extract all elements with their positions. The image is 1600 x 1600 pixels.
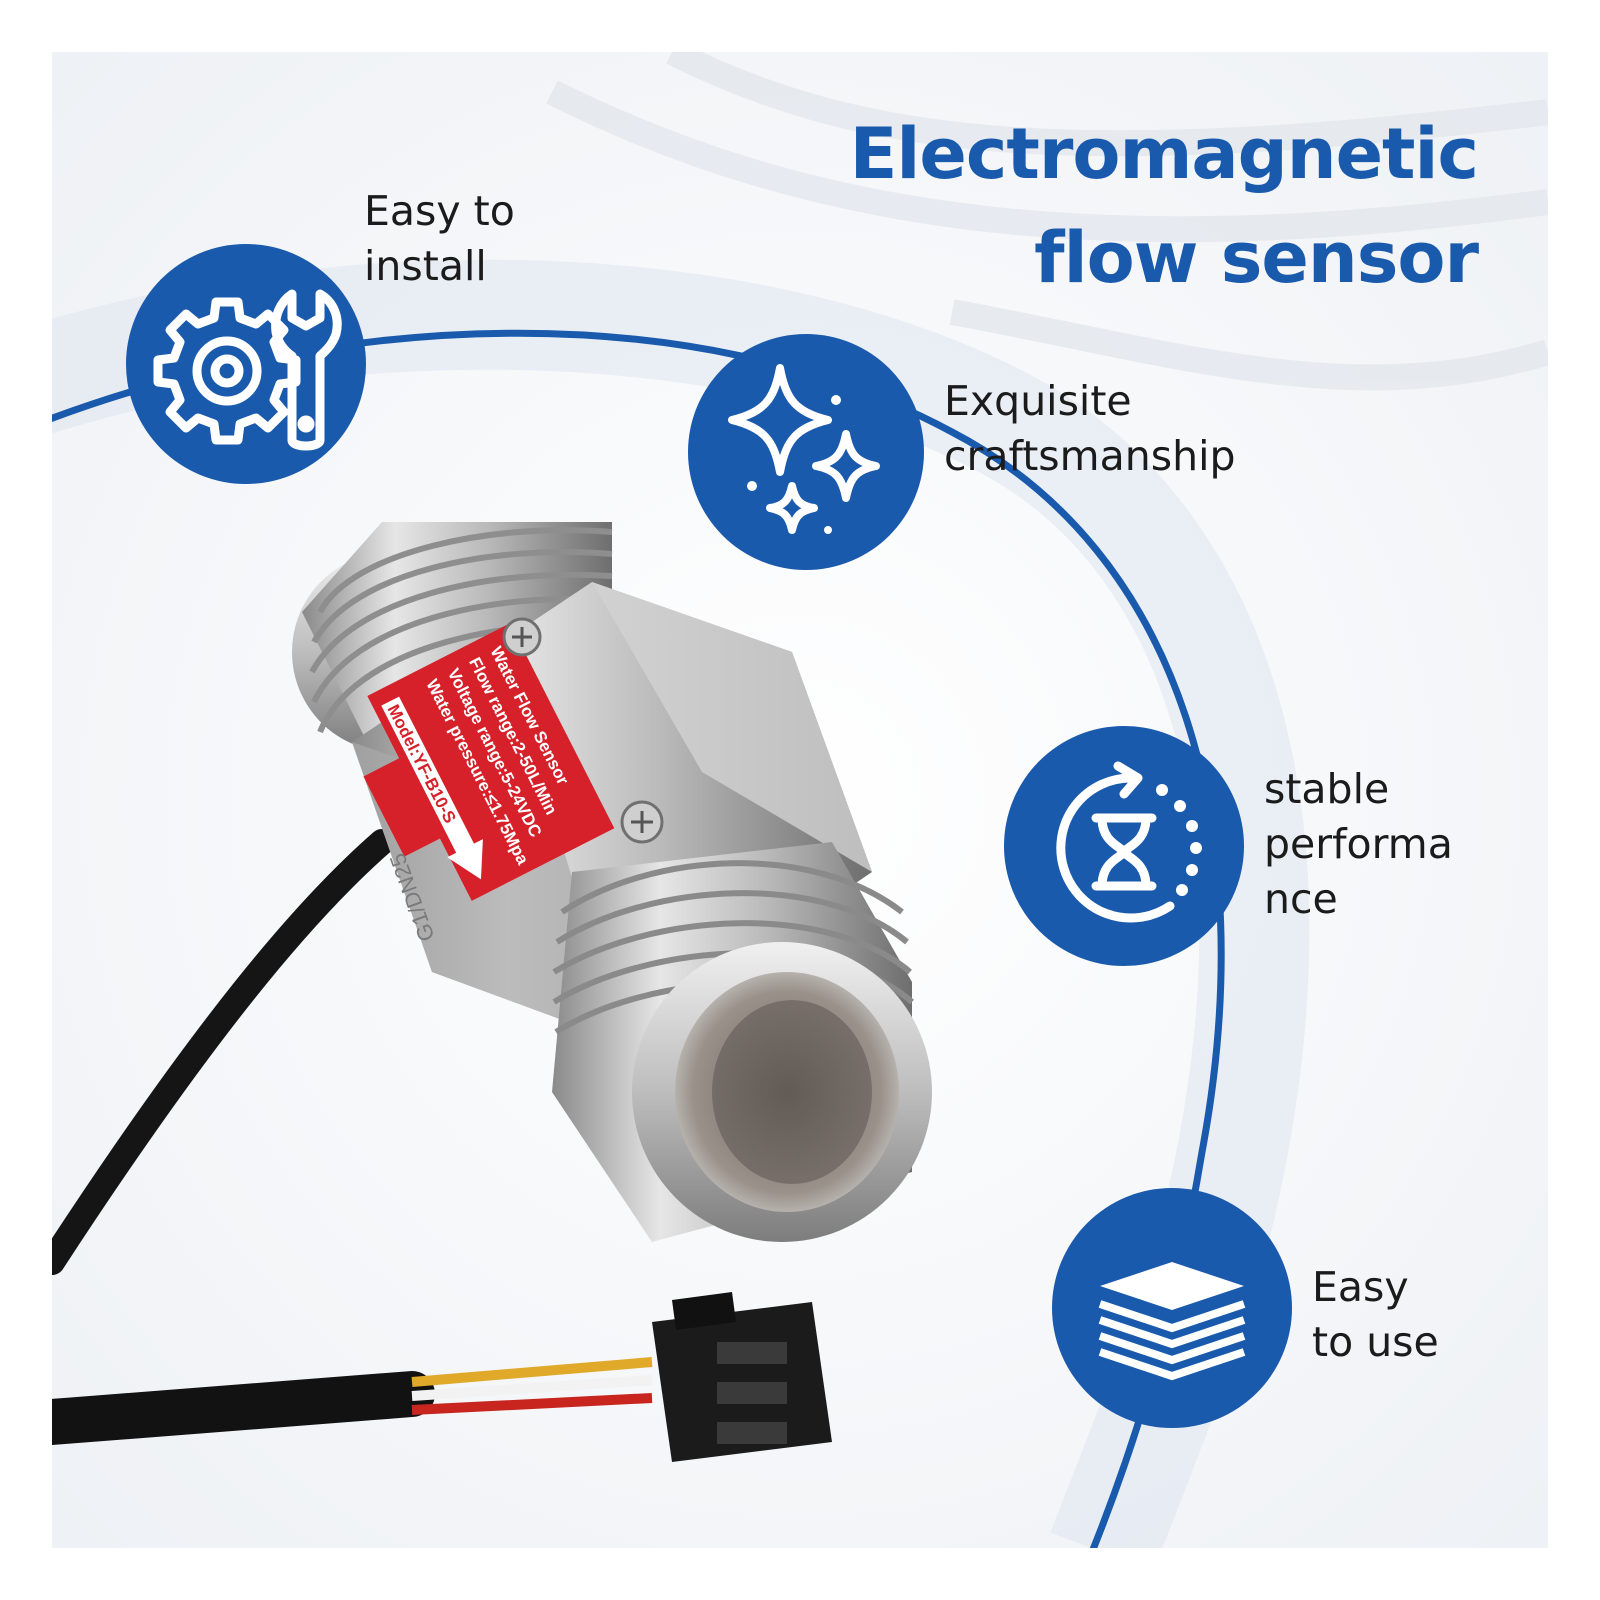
feature-text-ease-of-use: Easy to use — [1312, 1263, 1439, 1366]
hourglass-cycle-icon — [1056, 761, 1202, 923]
feature-badge-ease-of-use — [1052, 1188, 1292, 1428]
front-threaded-end — [552, 842, 932, 1242]
headline: Electromagnetic flow sensor — [849, 102, 1479, 310]
feature-badge-stability — [1004, 726, 1244, 966]
layers-icon — [1098, 1262, 1246, 1381]
feature-badge-craftsmanship — [688, 334, 924, 570]
sparkles-icon — [728, 364, 880, 534]
headline-line-1: Electromagnetic — [849, 113, 1479, 195]
feature-text-stability: stable performa nce — [1264, 765, 1453, 923]
feature-text-install: Easy to install — [364, 187, 515, 290]
feature-badge-install — [126, 244, 366, 484]
connector-cable — [52, 1292, 832, 1462]
flow-sensor-illustration: Water Flow Sensor Flow range:2-50L/Min V… — [52, 522, 932, 1462]
gear-wrench-icon — [153, 289, 342, 451]
feature-text-craftsmanship: Exquisite craftsmanship — [944, 377, 1236, 480]
product-infographic: Electromagnetic flow sensor Easy to inst… — [52, 52, 1548, 1548]
headline-line-2: flow sensor — [1034, 217, 1479, 299]
